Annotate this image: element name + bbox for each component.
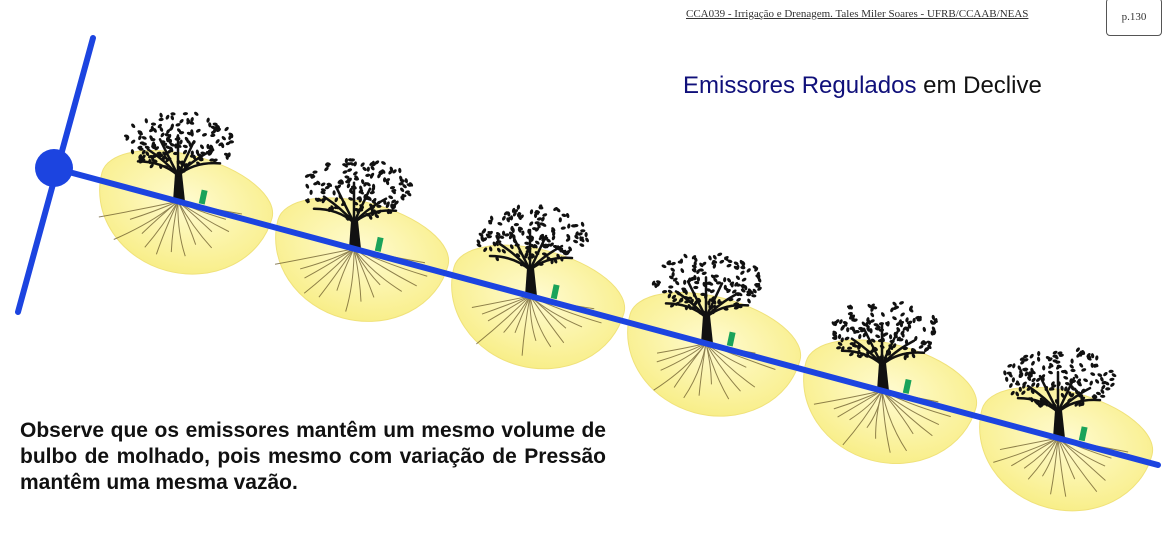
emitter-dripper [1078, 426, 1088, 442]
tree [123, 111, 234, 202]
trees [123, 111, 1117, 439]
tree [476, 204, 589, 297]
observation-note: Observe que os emissores mantêm um mesmo… [20, 419, 606, 494]
wet-bulb [451, 244, 626, 370]
tree [831, 301, 938, 391]
junction-node [35, 149, 73, 187]
tree [1003, 347, 1117, 439]
wet-bulb [275, 197, 450, 322]
page-title: Emissores Regulados em Declive [683, 72, 1042, 100]
emitter-dripper [374, 236, 384, 252]
emitter-dripper [550, 284, 560, 300]
emitter-dripper [198, 189, 208, 205]
emitters [198, 189, 1088, 442]
wet-bulb [803, 339, 978, 464]
wet-bulbs [99, 149, 1154, 512]
lateral-line-pipe [51, 165, 1161, 468]
roots [653, 342, 776, 400]
title-part-regulated: Emissores Regulados [683, 72, 917, 99]
emitter-dripper [726, 331, 736, 347]
title-part-slope: em Declive [916, 72, 1042, 99]
course-header: CCA039 - Irrigação e Drenagem. Tales Mil… [686, 8, 1029, 20]
wet-bulb [99, 149, 274, 275]
emitter-dripper [902, 378, 912, 394]
tree [651, 252, 762, 344]
tree [304, 158, 414, 249]
